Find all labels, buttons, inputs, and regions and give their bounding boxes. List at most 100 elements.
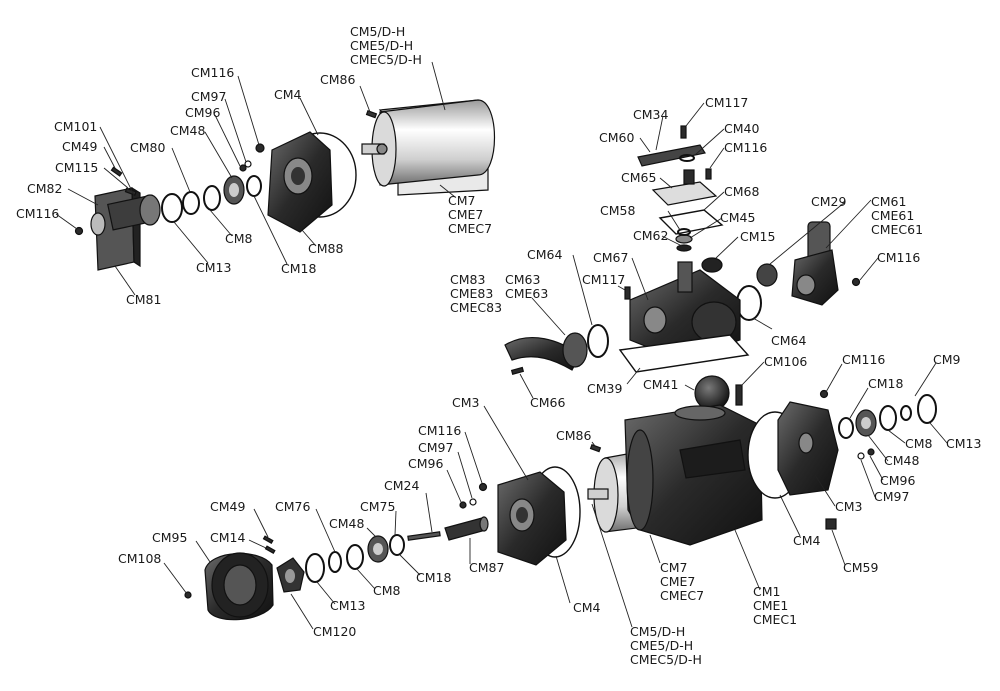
gasket-cm39 [618, 334, 750, 373]
label-cm96-r: CM96 [880, 473, 915, 488]
screw-cm66 [510, 366, 525, 375]
screw-cm117-mid [624, 286, 631, 300]
label-cm97-r: CM97 [874, 489, 909, 504]
label-cm61-1: CM61 [871, 194, 906, 209]
label-cm5-top-2: CME5/D-H [350, 38, 413, 53]
label-cm97-mid: CM97 [418, 440, 453, 455]
label-cm7-top-2: CME7 [448, 207, 483, 222]
end-plate-cm3-right [777, 401, 839, 496]
label-cm5-top-3: CMEC5/D-H [350, 52, 422, 67]
label-cm4-br: CM4 [793, 533, 821, 548]
label-cm5-top-1: CM5/D-H [350, 24, 405, 39]
screw-cm116-mid [478, 482, 488, 492]
label-cm13-bl: CM13 [330, 598, 365, 613]
label-cm88: CM88 [308, 241, 343, 256]
screw-cm116-left [74, 226, 84, 236]
label-cm8-tl: CM8 [225, 231, 253, 246]
label-cm24: CM24 [384, 478, 419, 493]
label-cm40: CM40 [724, 121, 759, 136]
label-cm48-tl: CM48 [170, 123, 205, 138]
label-cm4-bl: CM4 [573, 600, 601, 615]
elbow-cm61 [791, 221, 839, 306]
label-cm9: CM9 [933, 352, 961, 367]
end-cover-cm3-mid [497, 471, 567, 566]
label-cm39: CM39 [587, 381, 622, 396]
fitting-cm106 [735, 384, 743, 406]
pin-cm14 [264, 545, 276, 555]
label-cm5-bot-2: CME5/D-H [630, 638, 693, 653]
label-cm120: CM120 [313, 624, 356, 639]
head-cm67 [629, 261, 741, 361]
key-cm86-top [365, 109, 378, 119]
oring-cm13-top [161, 193, 183, 223]
label-cm116-left: CM116 [16, 206, 59, 221]
ring-cm58 [677, 228, 691, 236]
label-cm7-top-1: CM7 [448, 193, 475, 208]
label-cm117-mid: CM117 [582, 272, 625, 287]
label-cm1-1: CM1 [753, 584, 780, 599]
nut-cm96-r [867, 448, 875, 456]
cap-cm15 [701, 257, 723, 273]
gasket-cm65 [651, 169, 718, 206]
leader-lines [55, 61, 948, 630]
oring-cm13-r [917, 394, 937, 424]
ring-cm18-r [838, 417, 854, 439]
label-cm3-r: CM3 [835, 499, 862, 514]
label-cm13-tl: CM13 [196, 260, 231, 275]
label-cm116-top: CM116 [724, 140, 767, 155]
label-cm5-bot-1: CM5/D-H [630, 624, 685, 639]
label-cm7-bot-3: CMEC7 [660, 588, 704, 603]
ball-cm41 [694, 375, 730, 411]
plate-cm59 [825, 518, 837, 530]
washer-cm97-top [244, 160, 252, 168]
label-cm34: CM34 [633, 107, 668, 122]
label-cm3-mid: CM3 [452, 395, 479, 410]
key-cm86-mid [589, 443, 602, 453]
label-cm83-2: CME83 [450, 286, 493, 301]
pin-cm49-bl [262, 535, 274, 545]
pipe-cm83 [504, 332, 588, 371]
label-cm65: CM65 [621, 170, 656, 185]
washer-cm97-mid [469, 498, 477, 506]
body-cm1 [624, 404, 763, 546]
label-cm87: CM87 [469, 560, 504, 575]
pin-cm49-top [110, 166, 123, 177]
label-cm61-3: CMEC61 [871, 222, 923, 237]
label-cm48-r: CM48 [884, 453, 919, 468]
label-cm82: CM82 [27, 181, 62, 196]
label-cm64-right: CM64 [771, 333, 806, 348]
label-cm116-tl: CM116 [191, 65, 234, 80]
label-cm116-mid: CM116 [418, 423, 461, 438]
label-cm117-top: CM117 [705, 95, 748, 110]
label-cm5-bot-3: CMEC5/D-H [630, 652, 702, 667]
label-cm59: CM59 [843, 560, 878, 575]
label-cm64-left: CM64 [527, 247, 562, 262]
label-cm58: CM58 [600, 203, 635, 218]
oring-cm13-bl [305, 553, 325, 583]
label-cm95: CM95 [152, 530, 187, 545]
label-cm8-bl: CM8 [373, 583, 401, 598]
valve-cm62 [676, 244, 692, 252]
label-cm7-bot-2: CME7 [660, 574, 695, 589]
label-cm45: CM45 [720, 210, 755, 225]
label-cm101: CM101 [54, 119, 97, 134]
label-cm8-r: CM8 [905, 436, 933, 451]
label-cm29: CM29 [811, 194, 846, 209]
screw-cm116-r2 [819, 389, 829, 399]
nut-cm96-top [239, 164, 247, 172]
ring-cm18-top [246, 175, 262, 197]
label-cm63-1: CM63 [505, 272, 540, 287]
oring-cm64-left [587, 324, 609, 358]
part-labels: CM5/D-H CME5/D-H CMEC5/D-H CM86 CM116 CM… [16, 24, 981, 667]
label-cm96-tl: CM96 [185, 105, 220, 120]
fan-cover-cm95 [204, 552, 274, 621]
label-cm61-2: CME61 [871, 208, 914, 223]
label-cm116-r2: CM116 [842, 352, 885, 367]
label-cm18-bl: CM18 [416, 570, 451, 585]
washer-cm97-r [857, 452, 865, 460]
label-cm60: CM60 [599, 130, 634, 145]
shaft-cm87 [444, 516, 489, 541]
seat-cm45 [675, 234, 693, 244]
label-cm15: CM15 [740, 229, 775, 244]
